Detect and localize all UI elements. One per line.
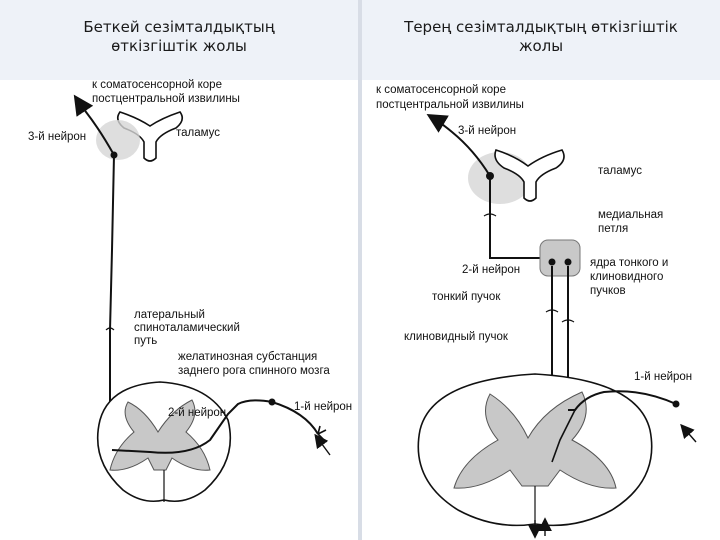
right-afferent-arrow <box>680 423 697 443</box>
right-thin-marker <box>545 309 559 313</box>
left-tract-marker <box>105 327 115 331</box>
left-afferent-arrow <box>314 433 331 456</box>
right-nuclei-label-2: клиновидного <box>590 271 663 283</box>
left-receptor <box>317 425 327 441</box>
left-thalamus-label: таламус <box>176 127 220 139</box>
right-nuclei-label-1: ядра тонкого и <box>590 257 668 269</box>
right-neuron2-label: 2-й нейрон <box>462 264 520 276</box>
left-substance-label-2: заднего рога спинного мозга <box>178 365 330 377</box>
right-pathway: к соматосенсорной коре постцентральной и… <box>376 84 697 539</box>
left-neuron1-body <box>268 398 276 406</box>
left-neuron2-label: 2-й нейрон <box>168 407 226 419</box>
right-neuron1-branch <box>551 409 576 463</box>
right-wedge-bundle-label: клиновидный пучок <box>404 331 509 343</box>
right-thin-bundle-label: тонкий пучок <box>432 291 501 303</box>
right-nuclei-label-3: пучков <box>590 285 626 297</box>
left-neuron1-label: 1-й нейрон <box>294 401 352 413</box>
right-cortex-label-2: постцентральной извилины <box>376 99 524 111</box>
left-cortex-label-2: постцентральной извилины <box>92 93 240 105</box>
left-gray-matter <box>109 399 211 471</box>
right-lemniscus-marker <box>483 213 497 217</box>
column-divider <box>358 0 362 540</box>
left-cortex-label-1: к соматосенсорной коре <box>92 79 222 91</box>
left-thalamus-stipple <box>96 120 140 160</box>
right-neuron1-label: 1-й нейрон <box>634 371 692 383</box>
left-neuron3-body <box>110 151 118 159</box>
right-nuclei-box <box>539 239 581 277</box>
right-header-title: Терең сезімталдықтың өткізгіштік жолы <box>404 18 678 55</box>
right-gray-matter <box>453 391 617 489</box>
right-cortex-fiber <box>426 113 491 177</box>
left-header: Беткей сезімталдықтың өткізгіштік жолы <box>0 0 358 80</box>
left-substance-label-1: желатинозная субстанция <box>178 351 317 363</box>
left-tract-label-1: латеральный <box>134 309 205 321</box>
left-neuron1-fiber <box>111 399 319 454</box>
right-cortex-label-1: к соматосенсорной коре <box>376 84 506 96</box>
right-neuron1-fiber <box>568 390 677 411</box>
right-thalamus-shape <box>494 149 565 202</box>
right-medial-lemniscus <box>489 176 560 259</box>
right-thalamus-label: таламус <box>598 165 642 177</box>
left-cortex-fiber <box>73 94 115 156</box>
right-neuron2-body-a <box>548 258 556 266</box>
right-lemniscus-label-1: медиальная <box>598 209 663 221</box>
left-tract-label-3: путь <box>134 335 157 347</box>
left-pathway: к соматосенсорной коре постцентральной и… <box>28 79 352 503</box>
left-header-title: Беткей сезімталдықтың өткізгіштік жолы <box>83 18 275 55</box>
left-neuron3-label: 3-й нейрон <box>28 131 86 143</box>
right-header: Терең сезімталдықтың өткізгіштік жолы <box>362 0 720 80</box>
right-neuron2-body-b <box>564 258 572 266</box>
right-wedge-marker <box>561 319 575 323</box>
right-lemniscus-label-2: петля <box>598 223 628 235</box>
left-tract-label-2: спиноталамический <box>134 322 240 334</box>
right-neuron3-label: 3-й нейрон <box>458 125 516 137</box>
right-neuron1-body <box>672 400 680 408</box>
